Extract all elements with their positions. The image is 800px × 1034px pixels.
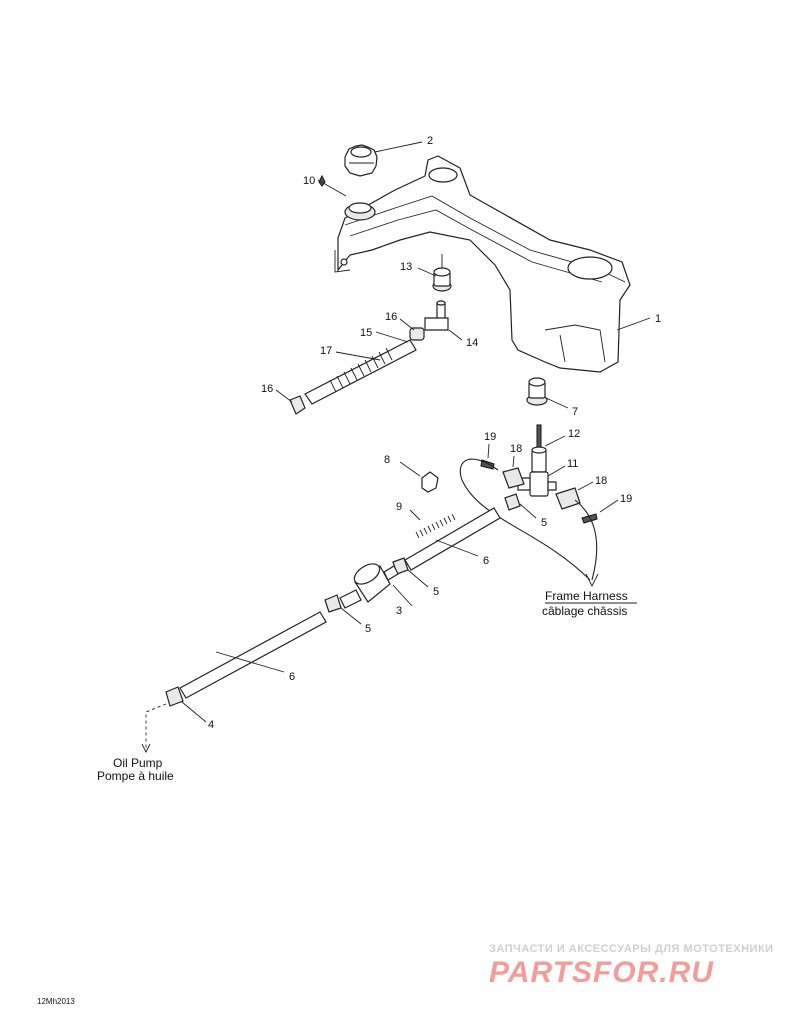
callout-15: 15 (360, 327, 372, 339)
callout-6-upper: 6 (483, 555, 489, 567)
callout-19-right: 19 (620, 493, 632, 505)
terminal-19-right (581, 513, 598, 524)
hose-clamp-16-upper (409, 327, 425, 341)
callout-3: 3 (396, 605, 402, 617)
harness-wire-left (459, 458, 591, 581)
oil-pump-label: Oil Pump Pompe à huile (97, 756, 174, 783)
connector-18-right (555, 487, 581, 510)
hose-spring-17 (329, 347, 393, 393)
callout-18-left: 18 (510, 443, 522, 455)
elbow-fitting-14 (424, 300, 449, 331)
callout-9: 9 (396, 501, 402, 513)
grommet-7 (526, 377, 548, 406)
oil-level-sensor-12 (531, 424, 547, 473)
oil-filter-3 (339, 563, 399, 609)
callout-14: 14 (466, 337, 478, 349)
callout-5-upper: 5 (541, 517, 547, 529)
callouts: 1 2 3 4 5 5 5 6 6 7 8 9 10 11 12 13 14 1… (208, 135, 661, 731)
callout-10: 10 (303, 175, 315, 187)
watermark-tagline: ЗАПЧАСТИ И АКСЕССУАРЫ ДЛЯ МОТОТЕХНИКИ (489, 943, 774, 955)
hose-clamp-4 (165, 686, 184, 707)
hose-spring-9 (415, 513, 456, 539)
oil-pump-label-fr: Pompe à huile (97, 769, 174, 783)
callout-1: 1 (655, 313, 661, 325)
callout-19-left: 19 (484, 431, 496, 443)
oil-pump-label-en: Oil Pump (113, 756, 163, 770)
oil-tank (334, 155, 631, 373)
callout-16-upper: 16 (385, 311, 397, 323)
leader-lines (181, 141, 651, 723)
harness-arrow (585, 573, 599, 588)
callout-12: 12 (568, 428, 580, 440)
callout-11: 11 (567, 458, 578, 470)
callout-6-lower: 6 (289, 671, 295, 683)
callout-7: 7 (572, 406, 578, 418)
callout-4: 4 (208, 719, 214, 731)
watermark: ЗАПЧАСТИ И АКСЕССУАРЫ ДЛЯ МОТОТЕХНИКИ PA… (489, 943, 774, 989)
callout-18-right: 18 (595, 475, 607, 487)
tank-filler-neck (344, 202, 376, 221)
watermark-logo: PARTSFOR.RU (489, 956, 714, 989)
hose-clamp-5-lower (324, 594, 342, 613)
oil-pump-arrow (141, 743, 151, 754)
oil-cap (344, 144, 378, 177)
vent-hose-15 (304, 339, 417, 405)
oil-hose-6-upper (404, 507, 501, 571)
drawing-code: 12Mh2013 (37, 997, 75, 1006)
callout-2: 2 (427, 135, 433, 147)
oil-pump-route (145, 703, 167, 748)
hose-clamp-5-upper (504, 493, 521, 511)
harness-wire-right (574, 499, 598, 581)
callout-5-lower: 5 (365, 623, 371, 635)
callout-17: 17 (320, 345, 332, 357)
grommet-13 (432, 267, 452, 292)
hose-clamp-16-lower (289, 395, 306, 415)
callout-5-middle: 5 (433, 586, 439, 598)
callout-13: 13 (400, 261, 412, 273)
callout-16-lower: 16 (261, 383, 273, 395)
callout-8: 8 (384, 454, 390, 466)
frame-harness-label-fr: câblage châssis (542, 604, 627, 618)
frame-harness-label-en: Frame Harness (545, 589, 628, 603)
connector-18-left (502, 467, 525, 489)
frame-harness-label: Frame Harness câblage châssis (542, 589, 637, 618)
check-valve-8 (421, 471, 439, 493)
oil-hose-6-lower (179, 611, 327, 699)
